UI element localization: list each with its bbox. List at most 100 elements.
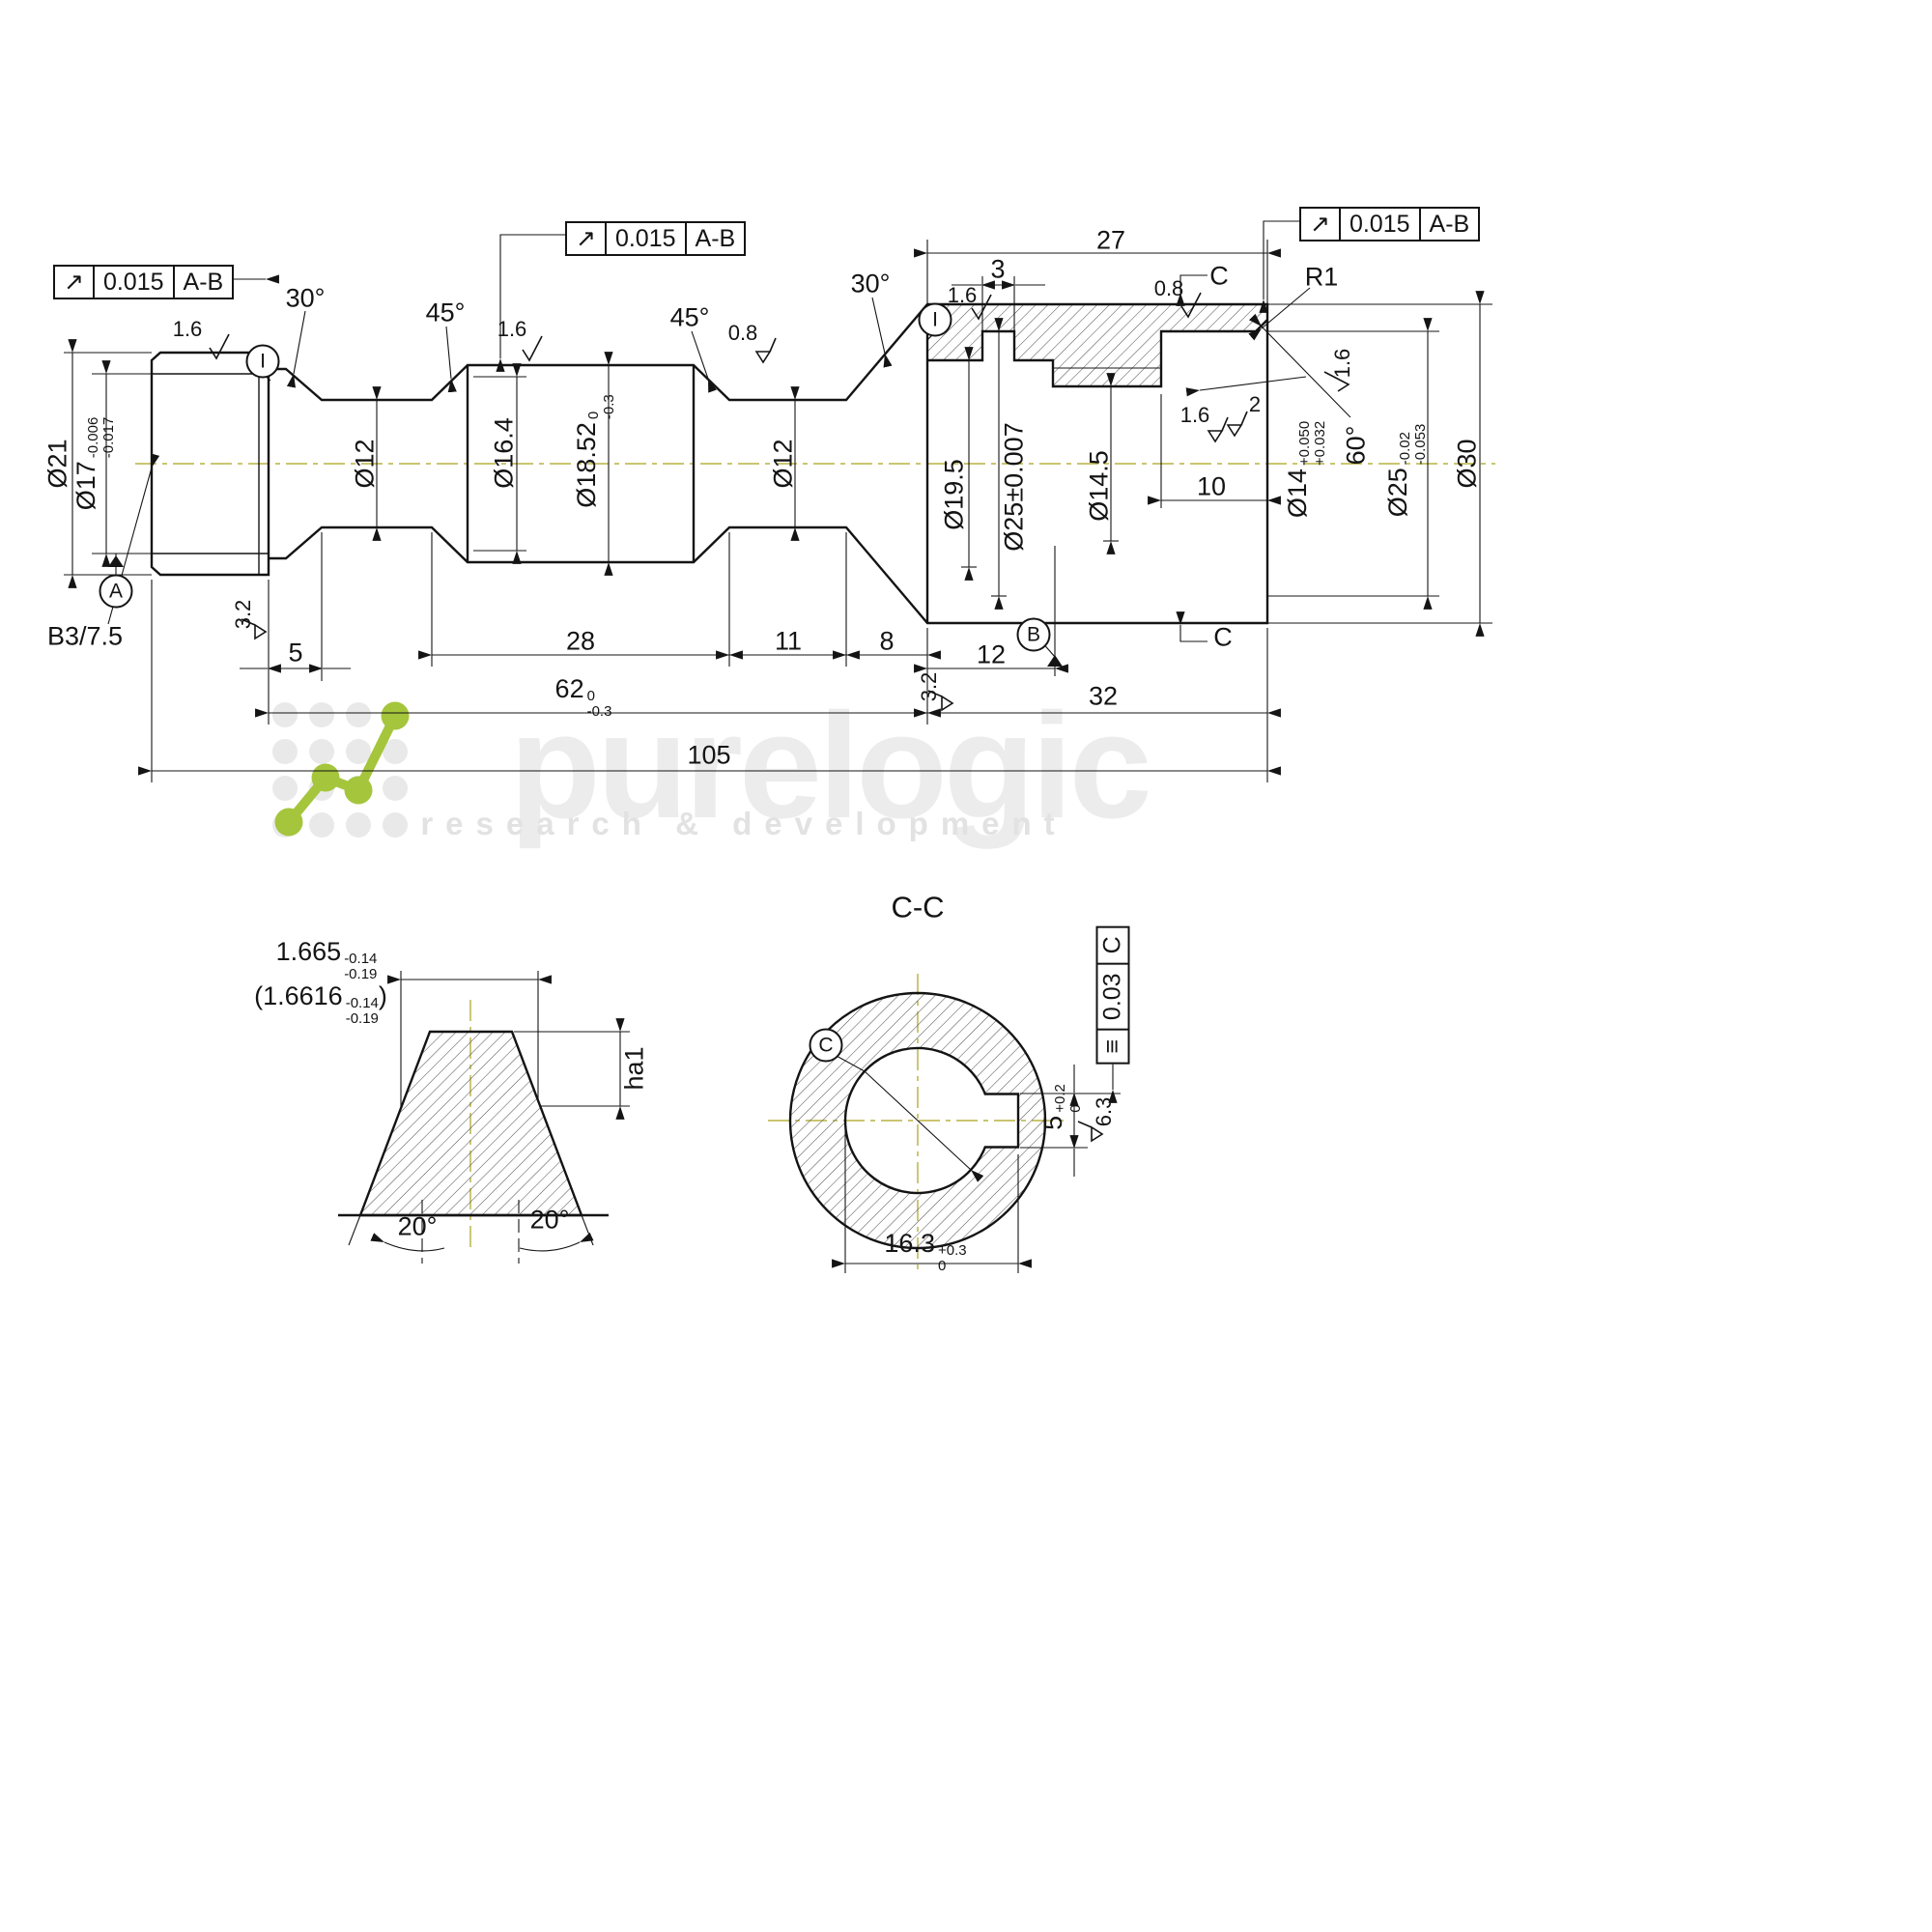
finish-label-bore: 1.6 [1179, 403, 1210, 427]
angle-60: 60° [1341, 425, 1371, 466]
thread-width-alt-main: 1.6616 [263, 980, 343, 1010]
tol-upper: +0.3 [937, 1241, 967, 1259]
dia-25-groove: Ø25±0.007 [999, 422, 1029, 552]
dia-25-bore: Ø25 -0.02-0.053 [1382, 423, 1429, 518]
gdt-frame-symmetry: ≡ 0.03 C [1095, 925, 1130, 1065]
dia-18-52-main: Ø18.52 [571, 422, 601, 508]
dim-12: 12 [976, 639, 1007, 669]
tol-lower: -0.3 [600, 394, 617, 420]
paren-close: ) [378, 980, 387, 1010]
finish-label-groove: 1.6 [947, 283, 978, 307]
finish-label-head-face: 3.2 [917, 671, 941, 702]
keyway-across-main: 16.3 [884, 1228, 935, 1258]
dia-14: Ø14+0.050+0.032 [1282, 420, 1328, 519]
dim-28: 28 [565, 626, 596, 656]
dim-groove-width: 3 [990, 254, 1006, 284]
tol-upper: -0.14 [345, 994, 379, 1011]
datum-c: C [809, 1028, 843, 1063]
tol-lower: -0.19 [344, 965, 378, 982]
dim-8: 8 [879, 626, 895, 656]
datum-a: A [99, 574, 133, 609]
dia-14-5: Ø14.5 [1084, 450, 1114, 522]
tol-upper: +0.050 [1295, 420, 1313, 467]
angle-20-left: 20° [397, 1211, 438, 1241]
angle-45-right: 45° [669, 302, 710, 332]
gdt-datum: A-B [1429, 210, 1470, 238]
dia-17: Ø17 -0.006-0.017 [71, 416, 117, 511]
angle-45-left: 45° [425, 298, 466, 327]
dim-11: 11 [774, 626, 803, 656]
section-hatching [360, 304, 1267, 1248]
thread-width-main: 1.665 [275, 936, 342, 966]
finish-label-neck: 0.8 [727, 321, 758, 345]
finish-label-chamfer: 1.6 [1330, 348, 1354, 379]
tol-upper: -0.006 [84, 416, 101, 459]
tol-upper: -0.14 [344, 950, 378, 967]
dim-62-main: 62 [554, 673, 584, 703]
tol-upper: -0.02 [1396, 432, 1413, 466]
dia-21: Ø21 [43, 439, 72, 489]
gdt-datum: A-B [695, 224, 736, 252]
dim-105: 105 [687, 740, 731, 770]
gdt-frame-runout-middle: ↗ 0.015 A-B [565, 221, 747, 256]
dia-25-bore-main: Ø25 [1382, 468, 1412, 518]
tol-lower: -0.3 [586, 702, 612, 720]
radius-r1: R1 [1304, 262, 1339, 292]
dia-17-main: Ø17 [71, 461, 100, 511]
gdt-frame-runout-right: ↗ 0.015 A-B [1299, 207, 1481, 242]
thread-width-alt-dim: (1.6616-0.14-0.19) [254, 980, 387, 1027]
dim-10: 10 [1196, 471, 1227, 501]
tol-lower: -0.19 [345, 1009, 379, 1027]
cc-section-outline [788, 991, 1047, 1250]
surface-finish-symbols [209, 292, 1350, 1143]
gdt-frame-runout-left: ↗ 0.015 A-B [53, 265, 235, 299]
thread-width-dim: 1.665-0.14-0.19 [275, 936, 378, 982]
dim-32: 32 [1088, 681, 1119, 711]
tol-lower: 0 [1066, 1104, 1084, 1113]
finish-label-2: 2 [1248, 392, 1262, 416]
dia-30: Ø30 [1452, 439, 1482, 489]
tol-lower: 0 [937, 1257, 947, 1274]
dia-18-52: Ø18.52 0-0.3 [571, 394, 617, 508]
angle-30-right: 30° [850, 269, 891, 298]
finish-label-keyway: 6.3 [1092, 1096, 1116, 1127]
keyway-width-main: 5 [1037, 1115, 1067, 1130]
section-title: C-C [891, 890, 945, 924]
finish-label-thread: 1.6 [172, 317, 203, 341]
dimension-lines [64, 240, 1492, 1273]
watermark-tagline: research & development [420, 806, 1067, 841]
dim-5: 5 [288, 638, 303, 668]
tol-upper: 0 [584, 411, 602, 420]
center-hole-note: B3/7.5 [46, 621, 124, 651]
paren-open: ( [254, 980, 264, 1010]
runout-icon: ↗ [1301, 209, 1341, 240]
finish-label-body: 1.6 [497, 317, 527, 341]
dim-27: 27 [1095, 225, 1126, 255]
finish-label-flange: 3.2 [231, 599, 255, 630]
leader-lines [107, 220, 1351, 667]
tol-upper: +0.2 [1051, 1084, 1068, 1113]
gdt-datum: C [1098, 936, 1126, 954]
tol-lower: -0.017 [99, 416, 117, 459]
finish-label-top-bore: 0.8 [1153, 276, 1184, 300]
marker-i-right: I [918, 302, 952, 337]
gdt-datum: A-B [183, 268, 224, 296]
angle-30-left: 30° [285, 283, 326, 313]
gdt-value: 0.015 [607, 223, 687, 254]
dia-19-5: Ø19.5 [939, 459, 969, 530]
marker-i-left: I [245, 344, 280, 379]
dia-14-main: Ø14 [1282, 469, 1312, 519]
gdt-value: 0.015 [95, 267, 175, 298]
gdt-value: 0.03 [1097, 962, 1128, 1030]
thread-height-dim: ha1 [619, 1046, 649, 1091]
symmetry-icon: ≡ [1097, 1029, 1128, 1063]
tol-lower: -0.053 [1411, 423, 1429, 466]
runout-icon: ↗ [567, 223, 607, 254]
thread-detail-outline [338, 1030, 609, 1264]
section-cut-c-top: C [1209, 261, 1229, 291]
